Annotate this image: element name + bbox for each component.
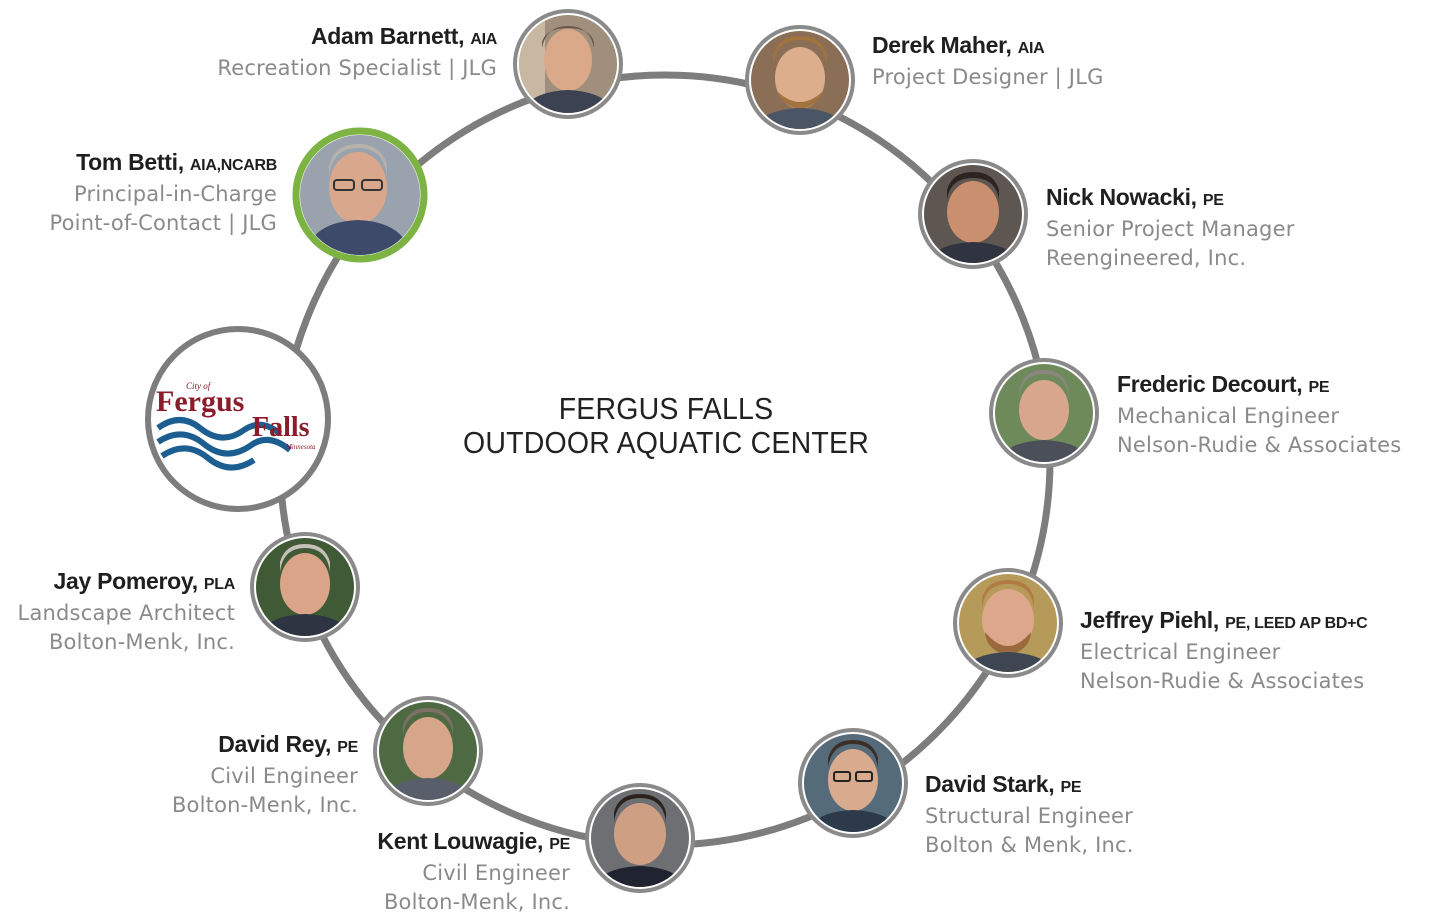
member-name: Kent Louwagie, <box>377 828 544 854</box>
team-member-jeffrey-piehl: Jeffrey Piehl, PE, LEED AP BD+C Electric… <box>1080 606 1368 696</box>
member-name: Jay Pomeroy, <box>53 568 199 594</box>
member-role: Structural Engineer <box>925 804 1133 828</box>
member-credentials: PE <box>549 836 570 853</box>
member-org: Bolton-Menk, Inc. <box>171 793 358 817</box>
member-org: Nelson-Rudie & Associates <box>1080 669 1365 693</box>
team-member-kent-louwagie: Kent Louwagie, PE Civil Engineer Bolton-… <box>377 827 570 916</box>
team-member-adam-barnett: Adam Barnett, AIA Recreation Specialist … <box>217 22 497 83</box>
logo-state-text: Minnesota <box>285 443 316 451</box>
member-credentials: PE <box>1060 779 1082 796</box>
member-org: Bolton-Menk, Inc. <box>48 630 235 654</box>
member-name: Jeffrey Piehl, <box>1080 607 1219 633</box>
member-org: Bolton-Menk, Inc. <box>383 890 570 914</box>
photo-david-stark <box>798 728 908 838</box>
member-role: Landscape Architect <box>17 601 235 625</box>
member-org: Reengineered, Inc. <box>1046 246 1247 270</box>
photo-derek-maher <box>745 25 855 135</box>
logo-word-falls: Falls <box>252 412 310 443</box>
member-name: David Stark, <box>925 771 1055 797</box>
team-member-frederic-decourt: Frederic Decourt, PE Mechanical Engineer… <box>1117 370 1401 460</box>
photo-david-rey <box>373 696 483 806</box>
city-logo-badge: City of Fergus Falls Minnesota <box>145 326 331 512</box>
member-credentials: PE <box>1308 379 1330 396</box>
member-role: Electrical Engineer <box>1080 640 1281 664</box>
member-name: Derek Maher, <box>872 32 1012 58</box>
photo-jeffrey-piehl <box>953 568 1063 678</box>
member-role: Principal-in-Charge <box>74 182 277 206</box>
member-role: Civil Engineer <box>210 764 358 788</box>
team-member-jay-pomeroy: Jay Pomeroy, PLA Landscape Architect Bol… <box>17 567 236 657</box>
team-member-david-rey: David Rey, PE Civil Engineer Bolton-Menk… <box>172 730 358 820</box>
member-role: Mechanical Engineer <box>1117 404 1340 428</box>
logo-word-fergus: Fergus <box>156 385 244 418</box>
team-member-tom-betti: Tom Betti, AIA,NCARB Principal-in-Charge… <box>49 148 278 238</box>
member-credentials: AIA,NCARB <box>189 157 277 174</box>
member-credentials: PE, LEED AP BD+C <box>1225 615 1368 632</box>
team-member-david-stark: David Stark, PE Structural Engineer Bolt… <box>925 770 1134 860</box>
photo-tom-betti <box>292 127 428 263</box>
member-credentials: PE <box>1202 192 1224 209</box>
member-role: Recreation Specialist | JLG <box>217 56 497 80</box>
photo-kent-louwagie <box>585 783 695 893</box>
member-credentials: PE <box>337 739 358 756</box>
member-credentials: PLA <box>203 576 235 593</box>
project-title-line2: OUTDOOR AQUATIC CENTER <box>462 425 869 460</box>
photo-adam-barnett <box>513 9 623 119</box>
member-name: Adam Barnett, <box>310 23 465 49</box>
logo-small-text: City of <box>186 381 212 391</box>
member-name: David Rey, <box>218 731 332 757</box>
project-title-line1: FERGUS FALLS <box>558 391 774 426</box>
project-title: FERGUS FALLS OUTDOOR AQUATIC CENTER <box>458 392 874 460</box>
member-role: Senior Project Manager <box>1046 217 1295 241</box>
member-name: Tom Betti, <box>76 149 184 175</box>
member-credentials: AIA <box>470 31 497 48</box>
member-org: Nelson-Rudie & Associates <box>1117 433 1402 457</box>
member-credentials: AIA <box>1017 40 1045 57</box>
photo-jay-pomeroy <box>250 532 360 642</box>
member-role: Civil Engineer <box>422 861 570 885</box>
team-member-nick-nowacki: Nick Nowacki, PE Senior Project Manager … <box>1046 183 1295 273</box>
member-role: Project Designer | JLG <box>872 65 1104 89</box>
team-member-derek-maher: Derek Maher, AIA Project Designer | JLG <box>872 31 1104 92</box>
photo-frederic-decourt <box>989 358 1099 468</box>
member-org: Point-of-Contact | JLG <box>49 211 277 235</box>
member-name: Nick Nowacki, <box>1046 184 1197 210</box>
member-org: Bolton & Menk, Inc. <box>925 833 1134 857</box>
photo-nick-nowacki <box>918 159 1028 269</box>
member-name: Frederic Decourt, <box>1117 371 1303 397</box>
